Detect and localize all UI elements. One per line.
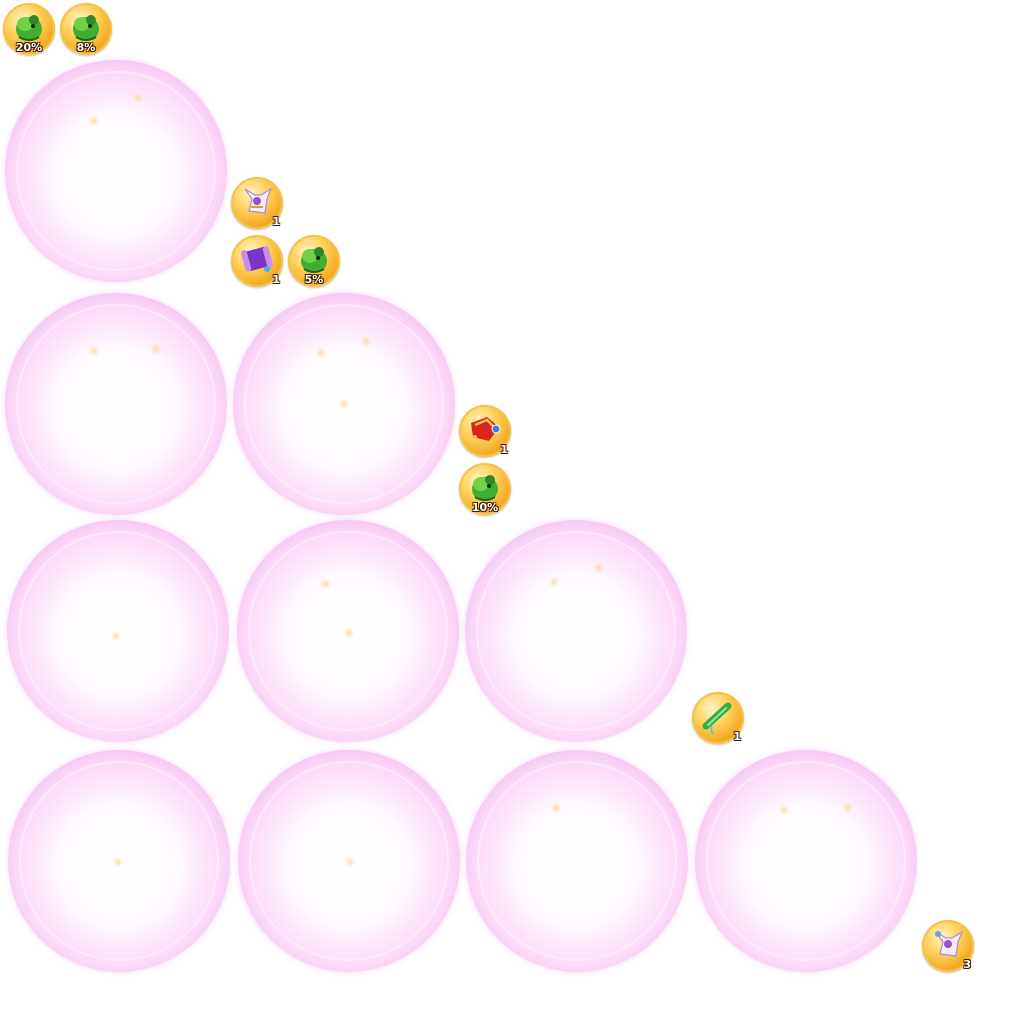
jade-flute-icon [702,702,732,735]
sparkle [110,630,122,642]
sparkle [842,802,854,814]
reward-count-label: 1 [733,730,741,743]
red-lantern-icon [471,417,501,441]
reward-percent-label: 20% [15,41,43,54]
sparkle [360,335,372,347]
sparkle [132,92,144,104]
white-fox-icon [935,930,964,957]
sparkle [550,802,562,814]
reward-item-1[interactable]: 20% [3,3,55,55]
sparkle [593,562,605,574]
purple-scroll-icon [241,246,273,272]
bubble-r1-c1[interactable] [5,60,227,282]
reward-item-5[interactable]: 5% [288,235,340,287]
sparkle [344,856,356,868]
sparkle [88,345,100,357]
reward-percent-label: 8% [76,41,96,54]
reward-count-label: 1 [272,215,280,228]
sparkle [320,578,332,590]
sparkle [548,576,560,588]
reward-count-label: 1 [500,443,508,456]
green-beast-icon [16,15,42,41]
sparkle [343,627,355,639]
white-fox-icon [244,187,273,214]
reward-item-2[interactable]: 8% [60,3,112,55]
bubble-r3-c3[interactable] [465,520,687,742]
reward-percent-label: 10% [471,501,499,514]
reward-item-4[interactable]: 1 [231,235,283,287]
bubble-r2-c1[interactable] [5,293,227,515]
reward-item-6[interactable]: 1 [459,405,511,457]
reward-item-7[interactable]: 10% [459,463,511,515]
sparkle [88,115,100,127]
bubble-r4-c4[interactable] [695,750,917,972]
sparkle [150,343,162,355]
reward-item-3[interactable]: 1 [231,177,283,229]
reward-count-label: 3 [963,958,971,971]
bubble-r4-c3[interactable] [466,750,688,972]
sparkle [338,398,350,410]
green-beast-icon [301,247,327,273]
green-beast-icon [73,15,99,41]
reward-percent-label: 5% [304,273,324,286]
reward-item-8[interactable]: 1 [692,692,744,744]
sparkle [315,347,327,359]
reward-item-9[interactable]: 3 [922,920,974,972]
sparkle [778,804,790,816]
reward-count-label: 1 [272,273,280,286]
sparkle [112,856,124,868]
green-beast-icon [472,475,498,501]
